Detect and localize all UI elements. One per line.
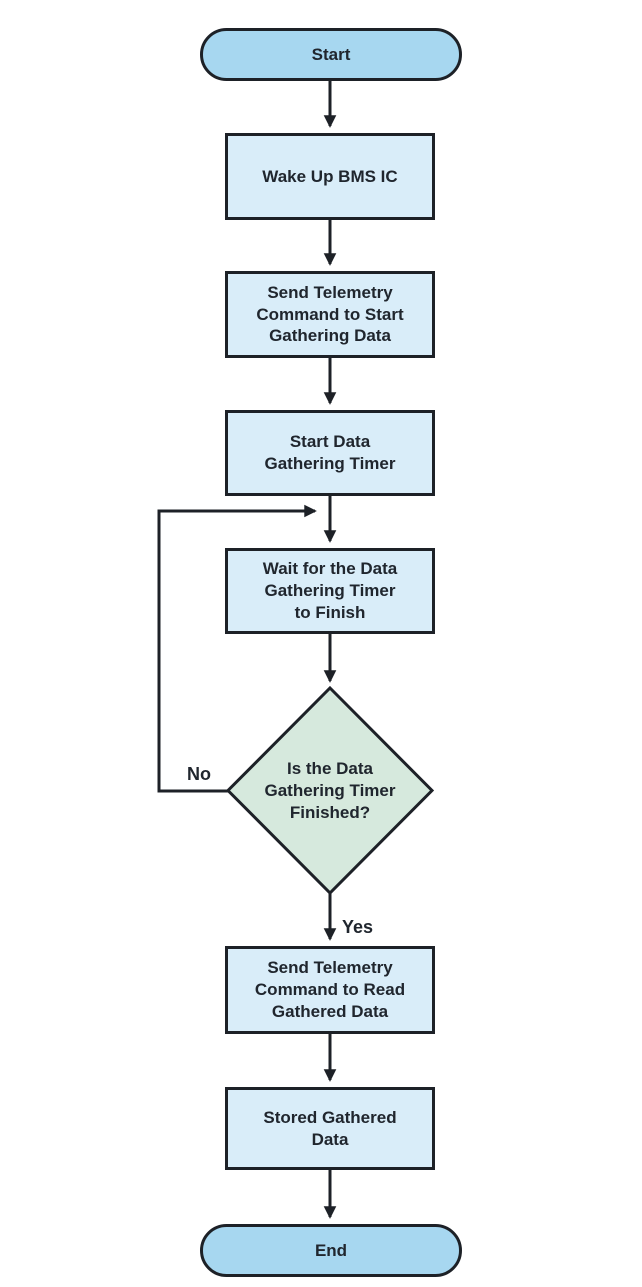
node-start: Start — [200, 28, 462, 81]
node-send-telemetry-read: Send Telemetry Command to Read Gathered … — [225, 946, 435, 1034]
edge-label-yes: Yes — [342, 917, 374, 937]
node-stored-gathered-data: Stored Gathered Data — [225, 1087, 435, 1170]
edge-label-no: No — [187, 764, 211, 784]
edge-decision-no-loop — [157, 504, 317, 793]
node-send-telemetry-start: Send Telemetry Command to Start Gatherin… — [225, 271, 435, 358]
node-wait-for-timer: Wait for the Data Gathering Timer to Fin… — [225, 548, 435, 634]
decision-diamond-shape — [225, 685, 435, 896]
node-wait-for-timer-label: Wait for the Data Gathering Timer to Fin… — [262, 559, 398, 622]
node-start-data-gathering-timer: Start Data Gathering Timer — [225, 410, 435, 496]
node-start-label: Start — [311, 44, 351, 64]
node-send-telemetry-start-label: Send Telemetry Command to Start Gatherin… — [256, 282, 404, 346]
node-wake-up-bms-ic: Wake Up BMS IC — [225, 133, 435, 220]
node-wake-up-bms-ic-label: Wake Up BMS IC — [262, 166, 398, 186]
node-start-data-gathering-timer-label: Start Data Gathering Timer — [264, 432, 396, 473]
node-decision-timer-finished-label: Is the Data Gathering Timer Finished? — [264, 759, 396, 822]
node-send-telemetry-read-label: Send Telemetry Command to Read Gathered … — [254, 958, 406, 1021]
node-stored-gathered-data-label: Stored Gathered Data — [263, 1107, 397, 1149]
node-end: End — [200, 1224, 462, 1277]
node-decision-timer-finished: Is the Data Gathering Timer Finished? — [240, 700, 420, 882]
node-end-label: End — [314, 1240, 348, 1260]
